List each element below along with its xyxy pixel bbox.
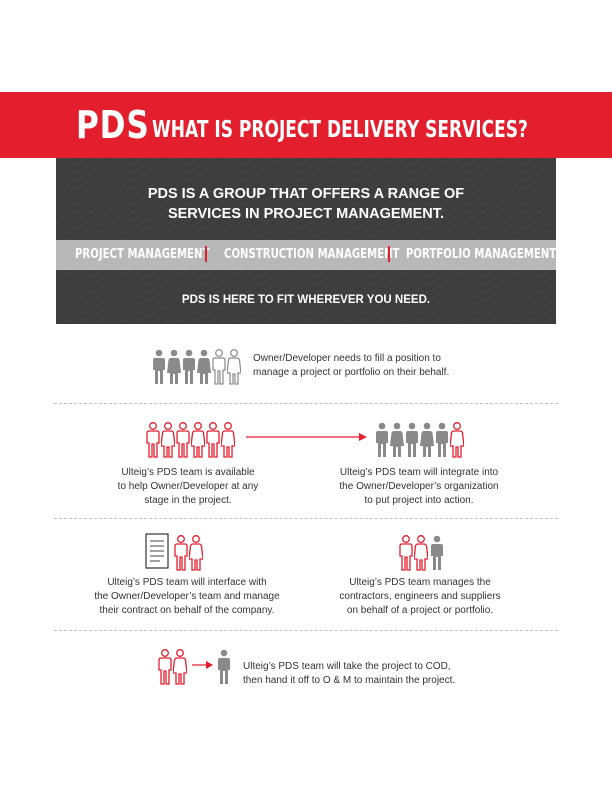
- services-bar: [56, 240, 556, 270]
- step2-left-line3: stage in the project.: [144, 495, 232, 506]
- panel-headline: PDS IS A GROUP THAT OFFERS A RANGE OF SE…: [56, 184, 556, 224]
- step2-left-line2: to help Owner/Developer at any: [117, 481, 259, 492]
- step1-line1: Owner/Developer needs to fill a position…: [253, 353, 441, 364]
- document-icon: [145, 533, 169, 569]
- step3-left-line3: their contract on behalf of the company.: [99, 605, 275, 616]
- step2-right-text: Ulteig’s PDS team will integrate into th…: [316, 466, 522, 508]
- integrated-team-group: [374, 420, 466, 460]
- step3-right-text: Ulteig’s PDS team manages the contractor…: [318, 576, 522, 618]
- step1-line2: manage a project or portfolio on their b…: [253, 367, 450, 378]
- panel-headline-line1: PDS IS A GROUP THAT OFFERS A RANGE OF: [147, 186, 465, 202]
- step4-line1: Ulteig’s PDS team will take the project …: [243, 661, 451, 672]
- service-divider: [205, 246, 207, 262]
- step3-right-line3: on behalf of a project or portfolio.: [346, 605, 494, 616]
- owner-team-group: [151, 347, 243, 387]
- header-banner: [0, 92, 612, 158]
- service-project-management: PROJECT MANAGEMENT: [75, 247, 210, 262]
- header-acronym: PDS: [76, 103, 150, 147]
- step3-right-line2: contractors, engineers and suppliers: [339, 591, 501, 602]
- ulteig-handoff-pair: [157, 647, 189, 687]
- panel-headline-line2: SERVICES IN PROJECT MANAGEMENT.: [167, 206, 445, 222]
- step3-left-line1: Ulteig’s PDS team will interface with: [107, 577, 267, 588]
- step2-left-text: Ulteig’s PDS team is available to help O…: [88, 466, 288, 508]
- step3-left-text: Ulteig’s PDS team will interface with th…: [86, 576, 288, 618]
- step2-right-line3: to put project into action.: [364, 495, 474, 506]
- divider-3: [54, 630, 558, 631]
- divider-2: [54, 518, 558, 519]
- step3-right-line1: Ulteig’s PDS team manages the: [349, 577, 491, 588]
- step2-right-line2: the Owner/Developer’s organization: [339, 481, 499, 492]
- step2-left-line1: Ulteig’s PDS team is available: [121, 467, 255, 478]
- divider-1: [54, 403, 558, 404]
- service-construction-management: CONSTRUCTION MANAGEMENT: [224, 247, 400, 262]
- ulteig-pair-group: [173, 533, 205, 573]
- contractor-team-group: [398, 533, 446, 573]
- ulteig-team-group: [145, 420, 237, 460]
- arrow-right-icon: [192, 660, 214, 670]
- om-person: [216, 647, 232, 687]
- panel-footer: PDS IS HERE TO FIT WHEREVER YOU NEED.: [181, 294, 431, 306]
- service-divider: [388, 246, 390, 262]
- step2-right-line1: Ulteig’s PDS team will integrate into: [339, 467, 499, 478]
- header-title: WHAT IS PROJECT DELIVERY SERVICES?: [152, 117, 528, 143]
- step4-text: Ulteig’s PDS team will take the project …: [243, 660, 455, 688]
- service-portfolio-management: PORTFOLIO MANAGEMENT: [406, 247, 557, 262]
- step3-left-line2: the Owner/Developer’s team and manage: [94, 591, 280, 602]
- step4-line2: then hand it off to O & M to maintain th…: [243, 675, 456, 686]
- step1-text: Owner/Developer needs to fill a position…: [253, 352, 449, 380]
- arrow-right-icon: [246, 432, 368, 442]
